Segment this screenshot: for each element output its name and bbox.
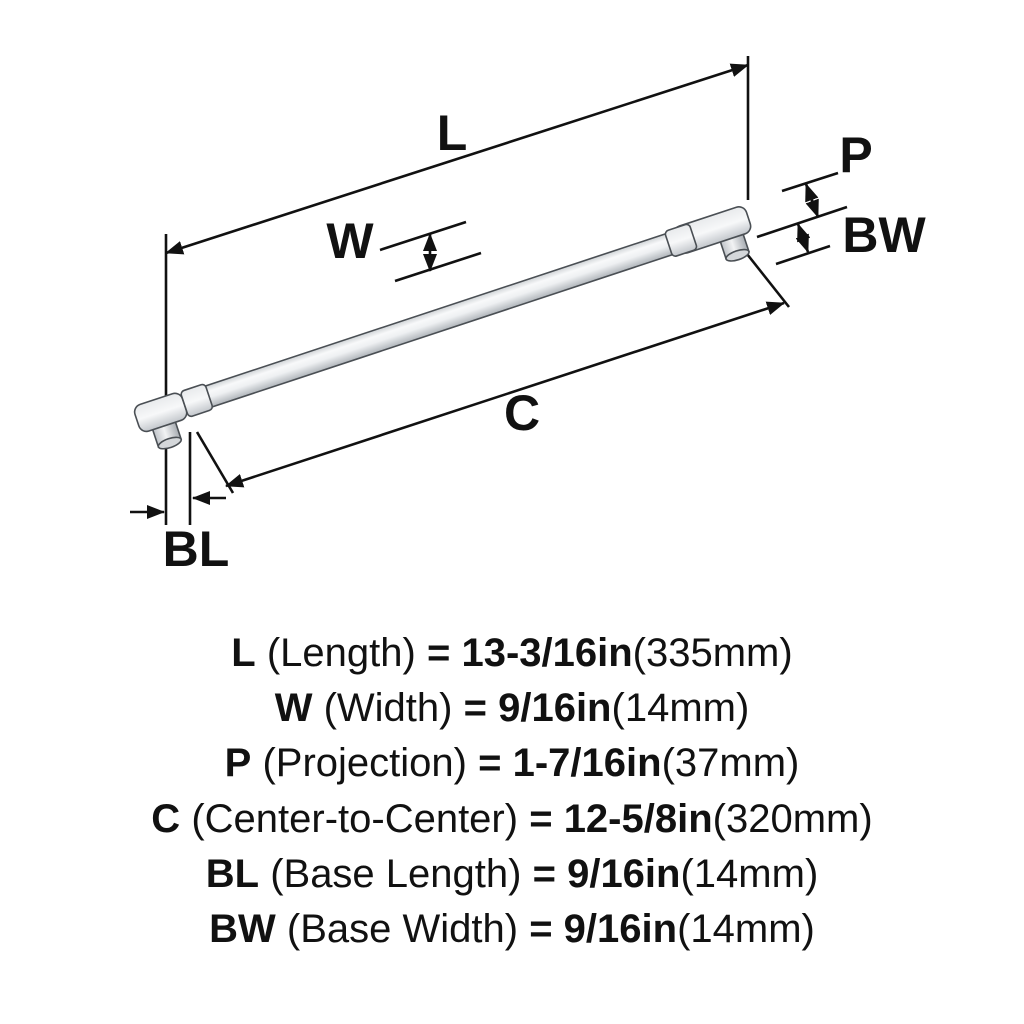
bw-lower-line xyxy=(775,244,831,266)
spec-abbr: C xyxy=(151,796,181,841)
label-base-width: BW xyxy=(842,207,926,263)
spec-line-base-width: BW (Base Width) = 9/16in(14mm) xyxy=(0,902,1024,957)
spec-abbr: L xyxy=(231,631,256,675)
dimension-diagram: L W P BW C BL xyxy=(130,56,927,577)
spec-equals: = xyxy=(478,741,502,786)
spec-equals: = xyxy=(532,851,556,896)
spec-label: (Width) xyxy=(323,686,453,731)
spec-metric: (14mm) xyxy=(677,906,815,951)
left-collar xyxy=(180,383,214,418)
spec-label: (Base Width) xyxy=(286,906,519,951)
spec-abbr: BL xyxy=(205,851,260,896)
right-collar xyxy=(664,223,698,257)
spec-line-length: L (Length) = 13-3/16in(335mm) xyxy=(0,626,1024,681)
spec-value: 9/16in xyxy=(567,851,681,896)
left-foot-plate xyxy=(133,392,188,433)
w-lower-line xyxy=(394,251,482,283)
pull-handle xyxy=(133,206,752,450)
left-post-base xyxy=(157,436,183,450)
spec-label: (Projection) xyxy=(262,741,467,786)
spec-metric: (37mm) xyxy=(661,741,800,786)
label-projection: P xyxy=(839,127,872,183)
spec-list: L (Length) = 13-3/16in(335mm) W (Width) … xyxy=(0,626,1024,957)
spec-label: (Length) xyxy=(266,631,416,675)
label-length: L xyxy=(437,105,468,161)
spec-equals: = xyxy=(426,631,451,675)
c-left-extension-line xyxy=(195,431,235,494)
spec-metric: (320mm) xyxy=(712,796,873,841)
p-upper-line xyxy=(781,171,839,193)
spec-line-width: W (Width) = 9/16in(14mm) xyxy=(0,681,1024,736)
spec-metric: (335mm) xyxy=(632,631,793,675)
spec-line-base-length: BL (Base Length) = 9/16in(14mm) xyxy=(0,847,1024,902)
label-center-to-center: C xyxy=(504,385,540,441)
right-post-base xyxy=(725,248,750,262)
spec-equals: = xyxy=(529,906,553,951)
w-upper-line xyxy=(379,220,467,252)
spec-label: (Base Length) xyxy=(270,851,522,896)
label-width: W xyxy=(326,213,374,269)
c-right-extension-line xyxy=(745,253,791,308)
dimension-arrows xyxy=(130,63,820,519)
handle-bar xyxy=(188,229,689,411)
spec-line-projection: P (Projection) = 1-7/16in(37mm) xyxy=(0,736,1024,791)
p-dimension-arrow xyxy=(804,183,820,218)
spec-metric: (14mm) xyxy=(680,851,819,896)
dimension-figure: L W P BW C BL xyxy=(130,56,927,577)
spec-equals: = xyxy=(463,686,487,731)
dimension-labels: L W P BW C BL xyxy=(163,105,927,577)
spec-label: (Center-to-Center) xyxy=(191,796,519,841)
l-dimension-arrow xyxy=(165,63,749,255)
spec-abbr: P xyxy=(224,741,252,786)
spec-value: 13-3/16in xyxy=(461,631,633,675)
spec-abbr: W xyxy=(274,686,313,731)
spec-value: 9/16in xyxy=(563,906,678,951)
label-base-length: BL xyxy=(163,521,230,577)
p-bw-middle-line xyxy=(756,205,848,239)
spec-equals: = xyxy=(529,796,553,841)
spec-value: 12-5/8in xyxy=(563,796,713,841)
c-dimension-arrow xyxy=(225,301,785,488)
spec-metric: (14mm) xyxy=(611,686,750,731)
bw-dimension-arrow xyxy=(795,223,811,253)
spec-line-center-to-center: C (Center-to-Center) = 12-5/8in(320mm) xyxy=(0,792,1024,847)
spec-abbr: BW xyxy=(209,906,276,951)
spec-value: 9/16in xyxy=(498,686,612,731)
spec-value: 1-7/16in xyxy=(512,741,662,786)
